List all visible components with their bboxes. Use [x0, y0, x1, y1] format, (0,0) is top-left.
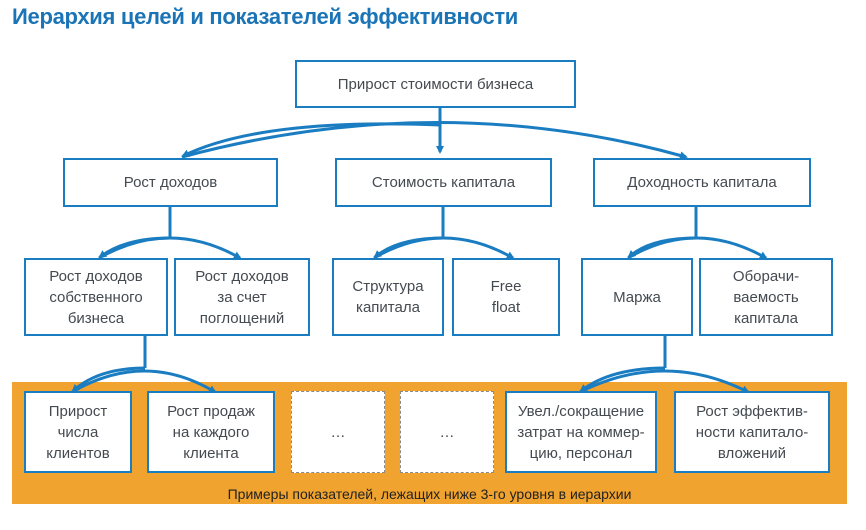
goal-label: Маржа — [613, 288, 661, 306]
goal-business-value-growth: Прирост стоимости бизнеса — [295, 60, 576, 108]
connector-l3a-arc — [71, 369, 217, 394]
goal-return-on-capital: Доходность капитала — [593, 158, 811, 207]
kpi-label: Увел./сокращение затрат на коммер- цию, … — [517, 402, 645, 462]
goal-cost-of-capital: Стоимость капитала — [335, 158, 552, 207]
goal-capital-turnover: Оборачи- ваемость капитала — [699, 258, 833, 336]
kpi-label: … — [439, 423, 455, 441]
goal-acquisition-revenue-growth: Рост доходов за счет поглощений — [174, 258, 310, 336]
connector-l2c-arc — [627, 236, 768, 260]
connector-l2a-arc-left — [98, 236, 171, 259]
goal-capital-structure: Структура капитала — [332, 258, 444, 336]
goal-label: Оборачи- ваемость капитала — [732, 267, 800, 327]
kpi-sales-per-customer-growth: Рост продаж на каждого клиента — [147, 391, 275, 473]
connector-l2b-arc-left — [373, 236, 444, 259]
goal-margin: Маржа — [581, 258, 693, 336]
goal-label: Прирост стоимости бизнеса — [337, 75, 534, 93]
connector-l3b-arc — [579, 369, 750, 394]
connector-l2c-arc-left — [627, 236, 697, 259]
kpi-commercial-personnel-costs: Увел./сокращение затрат на коммер- цию, … — [505, 391, 657, 473]
goal-label: Free float — [490, 278, 522, 316]
goal-label: Рост доходов — [123, 174, 218, 191]
connector-l1-arc — [181, 121, 688, 160]
goal-label: Структура капитала — [352, 278, 424, 316]
kpi-placeholder: … — [400, 391, 494, 473]
connector-l2b-arc — [373, 236, 515, 260]
page-title: Иерархия целей и показателей эффективнос… — [12, 4, 519, 29]
kpi-label: … — [330, 423, 346, 441]
kpi-label: Прирост числа клиентов — [46, 402, 110, 462]
goal-organic-revenue-growth: Рост доходов собственного бизнеса — [24, 258, 168, 336]
goal-free-float: Free float — [452, 258, 560, 336]
goal-label: Рост доходов собственного бизнеса — [49, 267, 143, 327]
goal-label: Доходность капитала — [627, 174, 777, 191]
level4-caption: Примеры показателей, лежащих ниже 3-го у… — [227, 486, 632, 502]
kpi-label: Рост продаж на каждого клиента — [167, 402, 255, 462]
kpi-capex-efficiency-growth: Рост эффектив- ности капитало- вложений — [674, 391, 830, 473]
kpi-placeholder: … — [291, 391, 385, 473]
connector-l1-arc-left — [181, 122, 441, 158]
connector-l3b-arc-left — [579, 366, 666, 393]
goal-revenue-growth: Рост доходов — [63, 158, 278, 207]
connector-l2a-arc — [98, 236, 242, 260]
goal-label: Рост доходов за счет поглощений — [195, 267, 289, 327]
kpi-customer-count-growth: Прирост числа клиентов — [24, 391, 132, 473]
kpi-label: Рост эффектив- ности капитало- вложений — [695, 402, 809, 462]
goal-label: Стоимость капитала — [371, 174, 516, 191]
connector-l3a-arc-left — [71, 366, 146, 393]
